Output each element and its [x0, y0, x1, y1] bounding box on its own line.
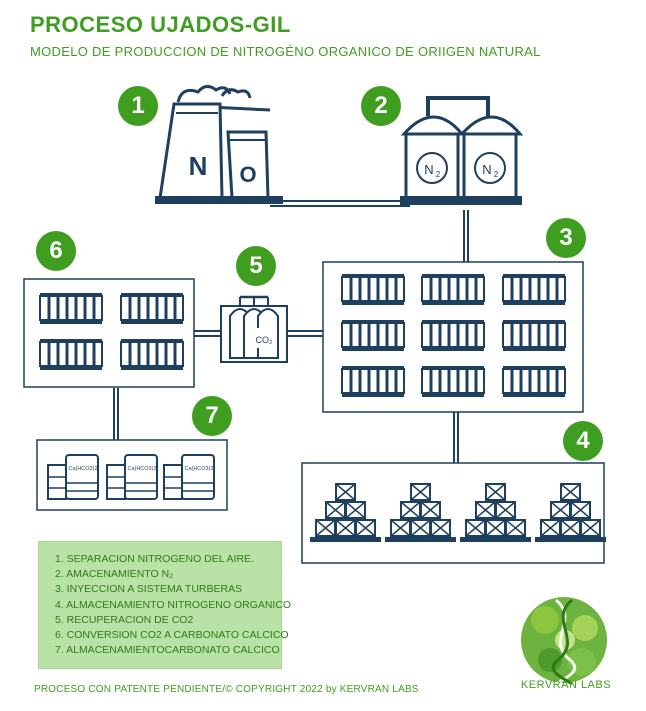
copyright-footer: PROCESO CON PATENTE PENDIENTE/© COPYRIGH… [34, 684, 419, 695]
tank-n2-subscript: 2 [436, 170, 441, 179]
step-badge-2: 2 [361, 86, 401, 126]
tank-n2-label: N [424, 162, 433, 177]
legend-item: 2. AMACENAMIENTO N₂ [55, 568, 174, 581]
step-badge-7: 7 [192, 396, 232, 436]
step-badge-1: 1 [118, 86, 158, 126]
logo-text: KERVRAN LABS [520, 679, 612, 691]
nitrogen-factory-icon: N O [155, 85, 283, 204]
legend-item: 4. ALMACENAMIENTO NITROGENO ORGANICO [55, 598, 292, 611]
kervran-logo-icon [521, 597, 607, 686]
legend-item: 5. RECUPERACION DE CO2 [55, 613, 194, 626]
legend-box: 1. SEPARACION NITROGENO DEL AIRE. 2. AMA… [38, 541, 292, 669]
connector-lines [113, 200, 469, 463]
step-badge-6: 6 [36, 231, 76, 271]
carbonate-storage-barrels: Ca(HCO3)2 Ca(HCO3)2 Ca(HCO3)2 [36, 439, 228, 511]
step-badge-5: 5 [236, 246, 276, 286]
legend-item: 1. SEPARACION NITROGENO DEL AIRE. [55, 553, 254, 565]
factory-n-label: N [189, 151, 208, 181]
page-title: PROCESO UJADOS-GIL [30, 12, 291, 37]
peat-injection-racks [322, 261, 584, 413]
step-badge-4: 4 [563, 421, 603, 461]
n2-storage-tanks-icon: N 2 N 2 [400, 96, 524, 205]
legend-item: 3. INYECCION A SISTEMA TURBERAS [55, 583, 243, 596]
legend-item: 6. CONVERSION CO2 A CARBONATO CALCICO [55, 629, 289, 642]
co2-label: CO₂ [256, 335, 274, 345]
barrel-label: Ca(HCO3)2 [127, 466, 156, 472]
factory-o-label: O [239, 162, 256, 187]
barrel-label: Ca(HCO3)2 [184, 466, 213, 472]
co2-recovery-tanks-icon: CO₂ [220, 295, 288, 363]
legend-item: 7. ALMACENAMIENTOCARBONATO CALCICO [55, 644, 280, 657]
tank-n2-subscript: 2 [494, 170, 499, 179]
carbonate-conversion-racks [23, 278, 195, 388]
organic-nitrogen-storage-crates [301, 462, 606, 564]
page-subtitle: MODELO DE PRODUCCION DE NITROGÉNO ORGANI… [30, 44, 541, 59]
step-badge-3: 3 [546, 218, 586, 258]
barrel-label: Ca(HCO3)2 [68, 466, 97, 472]
tank-n2-label: N [482, 162, 491, 177]
